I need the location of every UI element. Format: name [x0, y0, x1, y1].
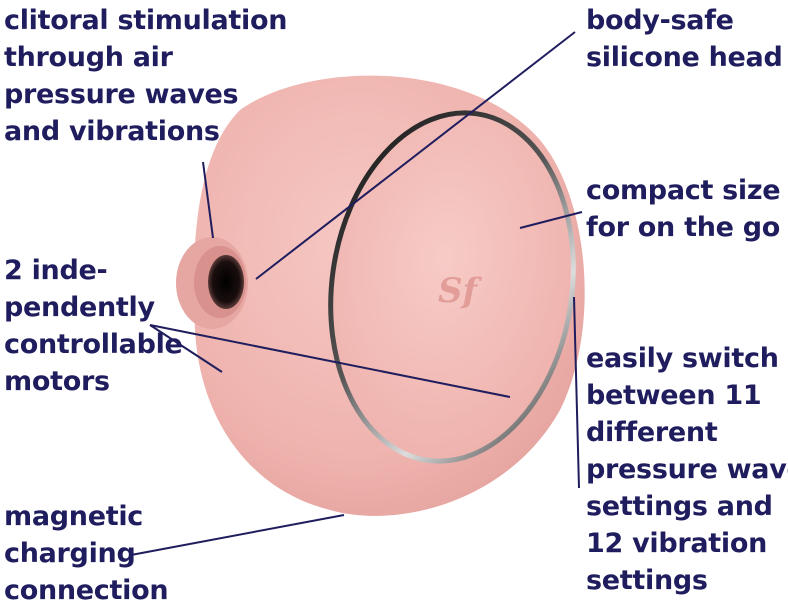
- brand-logo: Sf: [438, 271, 483, 311]
- feature-label-compact-size: compact size for on the go: [586, 172, 781, 246]
- label-line: charging: [4, 538, 136, 569]
- leader-lines: [130, 31, 583, 556]
- label-line: magnetic: [4, 501, 143, 532]
- label-line: pressure waves: [4, 79, 239, 110]
- label-line: 2 inde-: [4, 255, 108, 286]
- label-line: settings: [586, 565, 708, 596]
- air-pressure-nozzle: [176, 237, 248, 329]
- label-line: pressure wave: [586, 454, 788, 485]
- label-line: easily switch: [586, 343, 779, 374]
- leader-clitoral: [202, 161, 214, 239]
- label-line: different: [586, 417, 718, 448]
- feature-label-body-safe: body-safe silicone head: [586, 2, 783, 76]
- label-line: connection: [4, 575, 169, 606]
- leader-bodysafe: [255, 31, 576, 280]
- label-line: settings and: [586, 491, 773, 522]
- label-line: through air: [4, 42, 173, 73]
- label-line: silicone head: [586, 42, 783, 73]
- label-line: clitoral stimulation: [4, 5, 288, 36]
- label-line: body-safe: [586, 5, 734, 36]
- feature-label-clitoral-stimulation: clitoral stimulation through air pressur…: [4, 2, 287, 150]
- label-line: compact size: [586, 175, 781, 206]
- leader-motors-a: [149, 324, 511, 398]
- feature-label-magnetic-charging: magnetic charging connection: [4, 498, 169, 609]
- leader-magnetic: [130, 514, 345, 556]
- label-line: between 11: [586, 380, 762, 411]
- label-line: controllable: [4, 329, 183, 360]
- label-line: motors: [4, 366, 110, 397]
- label-line: pendently: [4, 292, 155, 323]
- label-line: 12 vibration: [586, 528, 768, 559]
- leader-motors-b: [149, 324, 223, 373]
- leader-switch: [573, 296, 580, 489]
- label-line: for on the go: [586, 212, 780, 243]
- label-line: and vibrations: [4, 116, 220, 147]
- leader-compact: [519, 211, 583, 229]
- feature-label-motors: 2 inde- pendently controllable motors: [4, 252, 183, 400]
- feature-label-settings-switch: easily switch between 11 different press…: [586, 340, 788, 599]
